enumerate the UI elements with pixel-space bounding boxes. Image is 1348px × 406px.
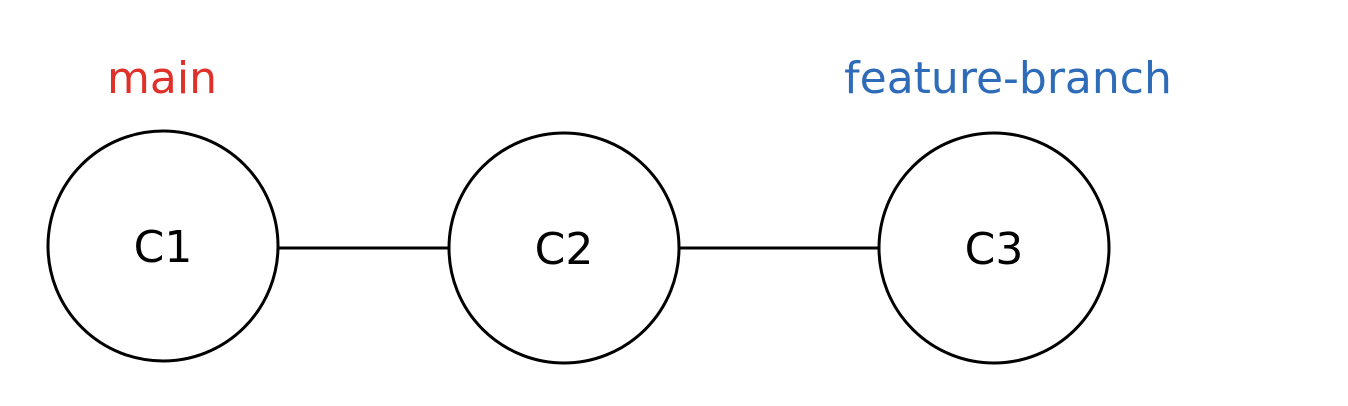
commit-node-c2: C2 xyxy=(447,131,681,365)
branch-label-feature: feature-branch xyxy=(844,53,1172,104)
commit-node-c3: C3 xyxy=(877,131,1111,365)
commit-label-c1: C1 xyxy=(134,222,193,273)
commit-label-c2: C2 xyxy=(535,224,594,275)
commit-node-c1: C1 xyxy=(46,129,280,363)
branch-label-main: main xyxy=(107,53,217,104)
commit-label-c3: C3 xyxy=(965,224,1024,275)
